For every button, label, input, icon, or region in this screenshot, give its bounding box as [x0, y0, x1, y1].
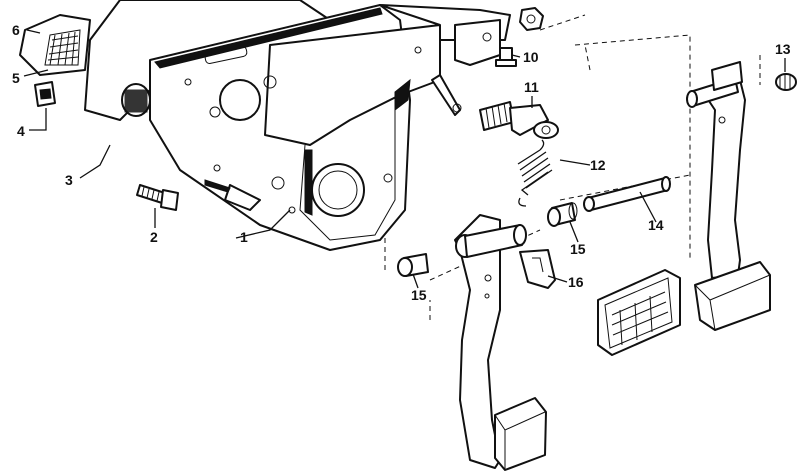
rubber-pedal-pad — [597, 269, 681, 356]
callout-11: 11 — [524, 79, 539, 95]
callout-12: 12 — [590, 157, 606, 173]
callout-10: 10 — [523, 49, 539, 65]
callout-14: 14 — [648, 217, 664, 233]
leader-lines — [23, 29, 786, 289]
bushing-upper — [547, 202, 578, 227]
brake-light-switch — [479, 101, 559, 139]
callout-15-upper: 15 — [570, 241, 586, 257]
brake-pedal — [454, 214, 547, 471]
bolt — [495, 47, 517, 67]
callout-4: 4 — [17, 123, 25, 139]
small-nut — [775, 73, 797, 91]
clip-nut — [34, 81, 56, 107]
callout-13: 13 — [775, 41, 791, 57]
callout-2: 2 — [150, 229, 158, 245]
pivot-pin — [583, 176, 671, 212]
rubber-plug — [121, 83, 151, 117]
bushing-lower — [397, 253, 429, 277]
callout-3: 3 — [65, 172, 73, 188]
callout-1: 1 — [240, 229, 248, 245]
screw — [136, 184, 179, 211]
clutch-pedal — [686, 61, 771, 331]
return-spring — [517, 139, 553, 207]
callout-6: 6 — [12, 22, 20, 38]
pedal-bracket — [84, 0, 511, 251]
top-nut — [519, 7, 544, 31]
spring-clip — [519, 249, 556, 289]
callout-5: 5 — [12, 70, 20, 86]
callout-16: 16 — [568, 274, 584, 290]
callout-15-lower: 15 — [411, 287, 427, 303]
mesh-cover — [19, 14, 91, 76]
